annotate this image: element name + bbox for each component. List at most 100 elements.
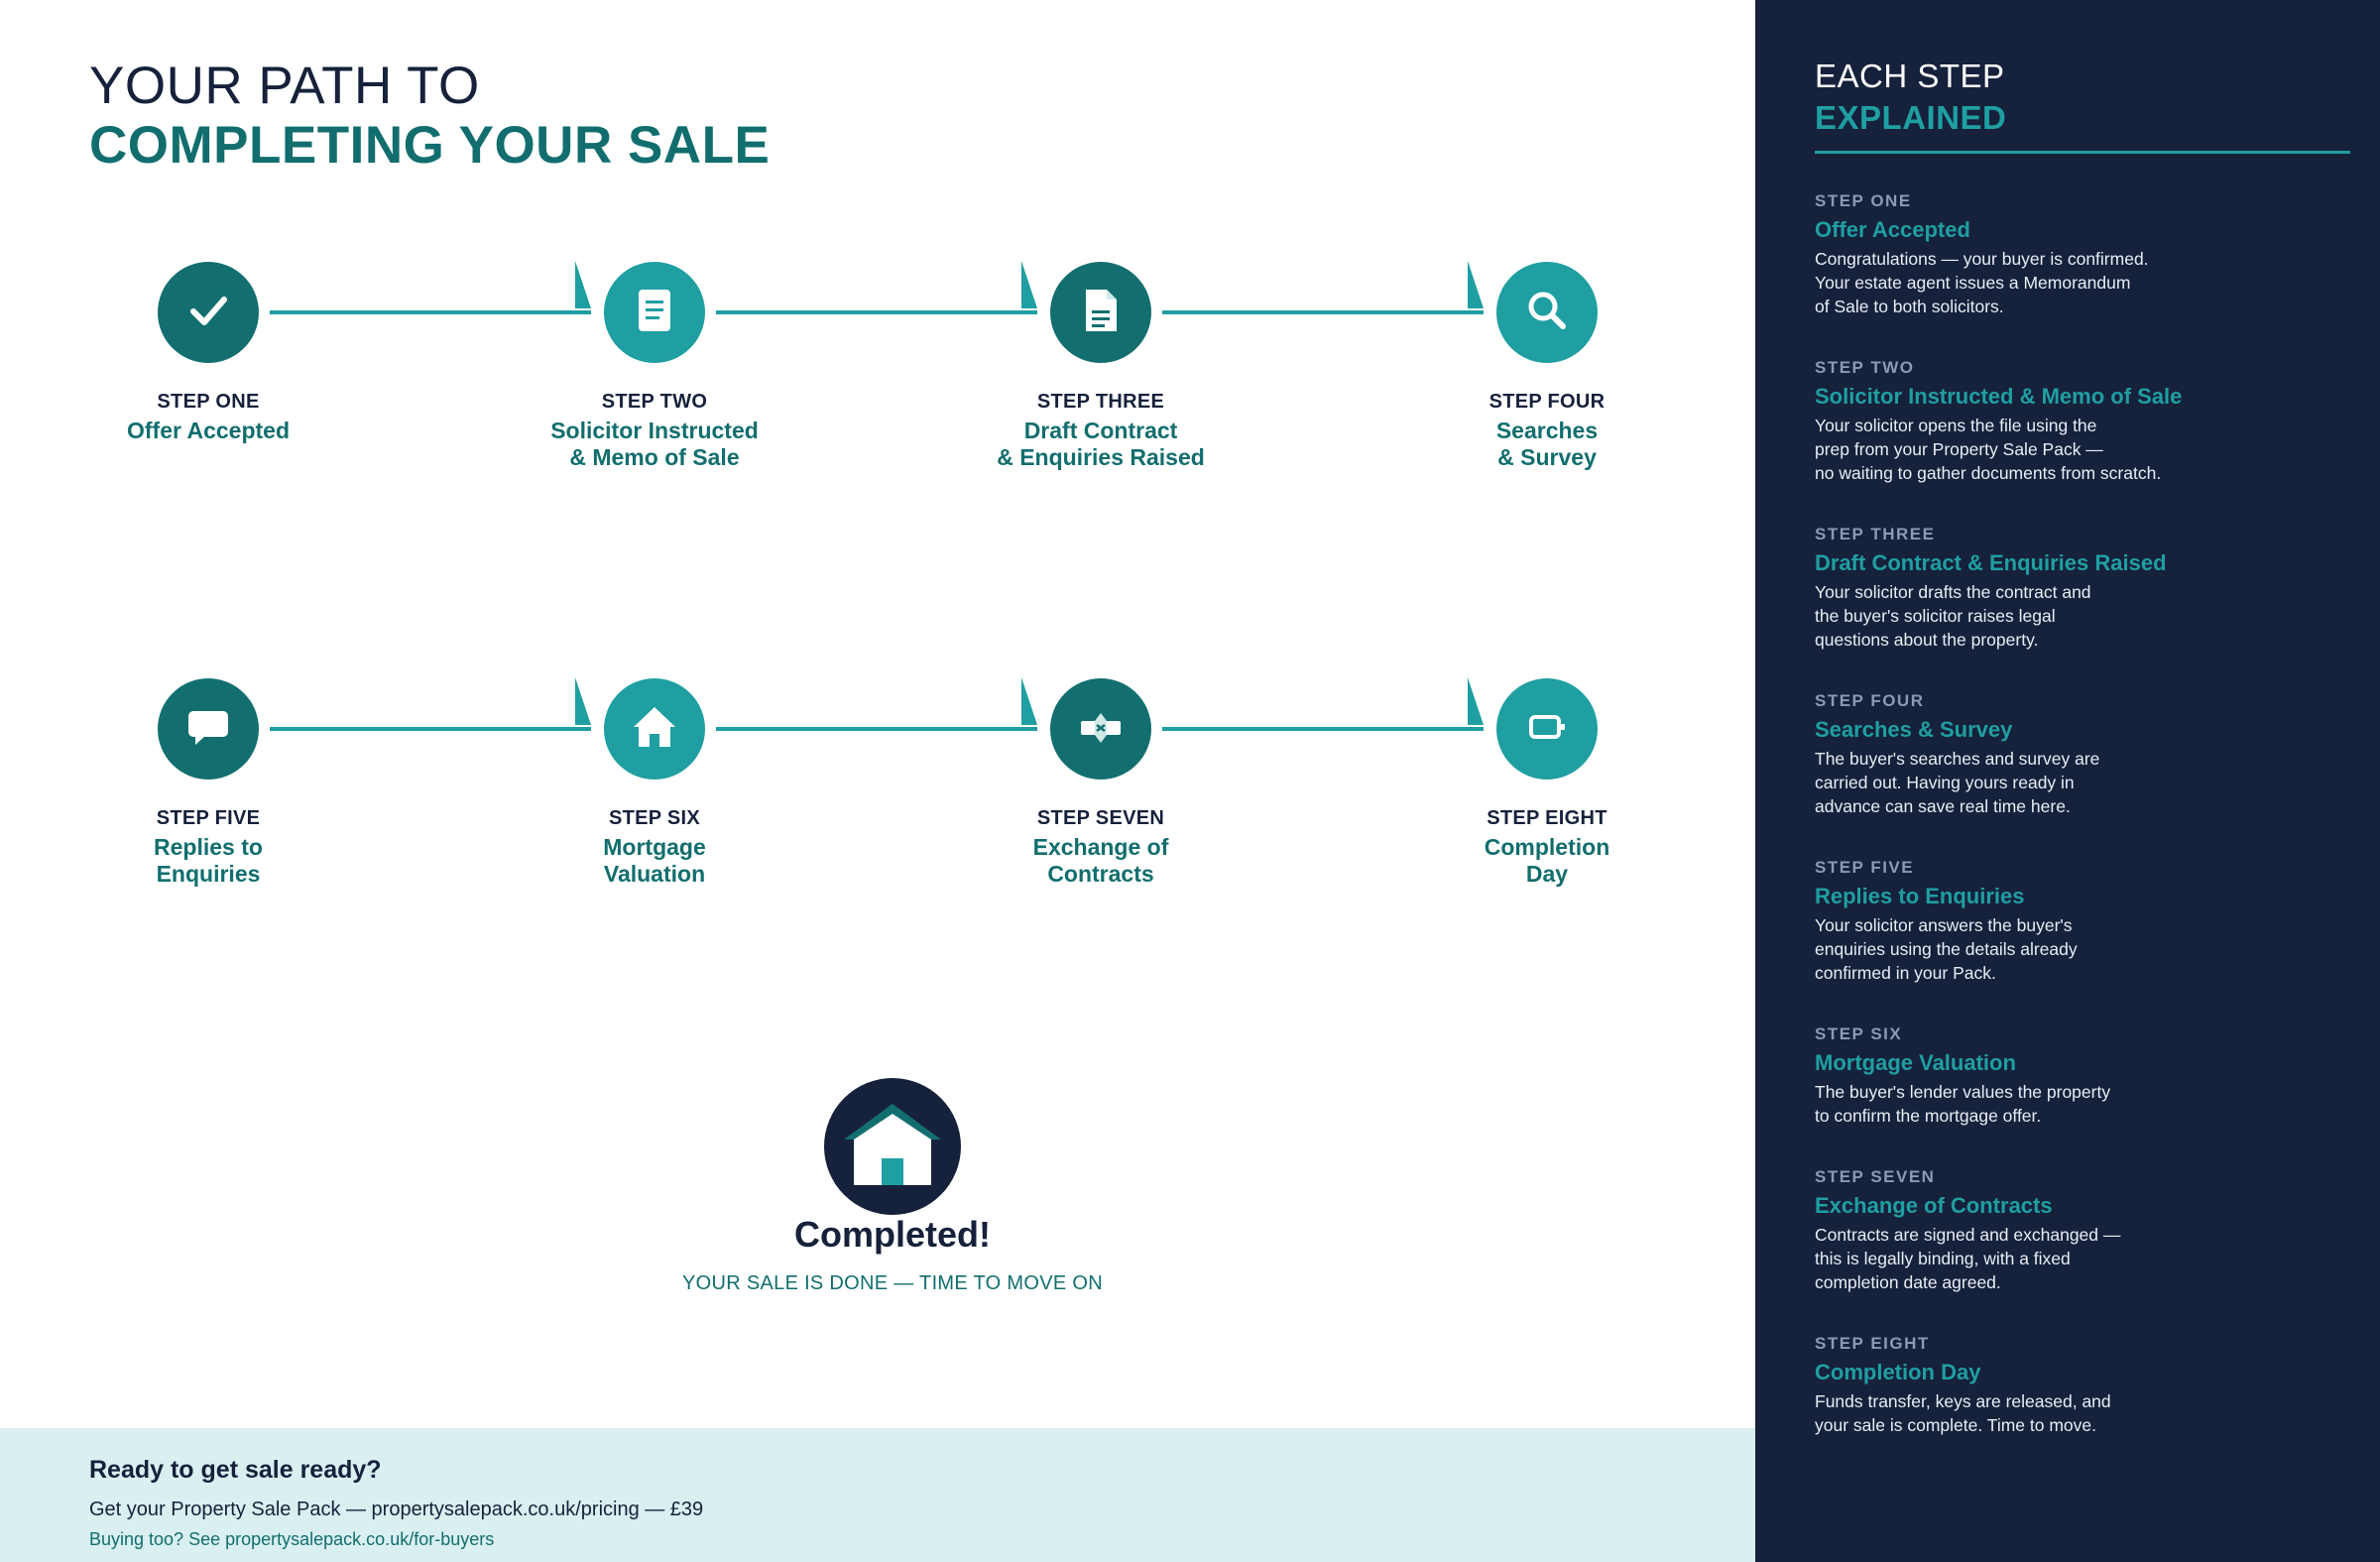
sidebar-item-step: STEP SIX	[1815, 1024, 1903, 1043]
desc-line: your sale is complete. Time to move.	[1815, 1415, 2096, 1435]
step-eight-name: Completion Day	[1368, 834, 1726, 888]
connector-2-3	[716, 310, 1037, 314]
step-three-name-line2: & Enquiries Raised	[997, 444, 1205, 470]
step-five-name-line2: Enquiries	[156, 861, 261, 887]
step-eight-circle	[1496, 678, 1598, 780]
connector-6-7	[716, 727, 1037, 731]
desc-line: Your solicitor opens the file using the	[1815, 416, 2097, 435]
desc-line: carried out. Having yours ready in	[1815, 773, 2075, 792]
desc-line: Your solicitor answers the buyer's	[1815, 915, 2073, 935]
completion-title: Completed!	[794, 1214, 991, 1255]
step-three-circle	[1050, 262, 1151, 363]
desc-line: Contracts are signed and exchanged —	[1815, 1225, 2121, 1245]
step-three-name-line1: Draft Contract	[1023, 418, 1178, 443]
connector-5-6	[270, 727, 591, 731]
sidebar-item-step-seven: STEP SEVEN Exchange of Contracts Contrac…	[1815, 1166, 2330, 1294]
speech-bubble-icon	[180, 699, 236, 760]
check-icon	[180, 283, 236, 343]
connector-flag	[1021, 261, 1037, 308]
step-six-circle	[604, 678, 705, 780]
step-five-name-line1: Replies to	[154, 834, 263, 860]
step-six-name-line2: Valuation	[603, 861, 706, 887]
sidebar-item-step: STEP EIGHT	[1815, 1334, 1930, 1353]
sidebar-item-name: Mortgage Valuation	[1815, 1050, 2016, 1075]
step-one-name: Offer Accepted	[30, 418, 387, 444]
sidebar-item-step-three: STEP THREE Draft Contract & Enquiries Ra…	[1815, 524, 2330, 652]
step-one-name-line1: Offer Accepted	[126, 418, 291, 443]
sidebar-item-name: Offer Accepted	[1815, 217, 1970, 242]
sidebar-item-desc: Your solicitor drafts the contract and t…	[1815, 580, 2330, 652]
step-seven-name-line1: Exchange of	[1032, 834, 1169, 860]
desc-line: advance can save real time here.	[1815, 796, 2071, 816]
connector-flag	[1468, 261, 1484, 308]
sidebar-item-step-four: STEP FOUR Searches & Survey The buyer's …	[1815, 690, 2330, 818]
connector-7-8	[1162, 727, 1484, 731]
cta-buyers-link[interactable]: Buying too? See propertysalepack.co.uk/f…	[89, 1529, 495, 1549]
handshake-icon	[1073, 699, 1129, 760]
desc-line: The buyer's lender values the property	[1815, 1082, 2111, 1102]
sidebar-item-desc: Contracts are signed and exchanged — thi…	[1815, 1223, 2330, 1294]
sidebar-item-desc: Your solicitor answers the buyer's enqui…	[1815, 913, 2330, 985]
sidebar-item-name: Replies to Enquiries	[1815, 884, 2025, 908]
sidebar: EACH STEP EXPLAINED STEP ONE Offer Accep…	[1755, 0, 2380, 1562]
step-six-label: STEP SIX	[608, 807, 701, 829]
desc-line: enquiries using the details already	[1815, 939, 2078, 959]
sidebar-item-step: STEP SEVEN	[1815, 1167, 1936, 1186]
sidebar-heading-line2: EXPLAINED	[1815, 99, 2007, 136]
page-title-line1: YOUR PATH TO	[89, 57, 480, 115]
desc-line: The buyer's searches and survey are	[1815, 749, 2100, 769]
sidebar-item-name: Exchange of Contracts	[1815, 1193, 2053, 1218]
sidebar-item-step-one: STEP ONE Offer Accepted Congratulations …	[1815, 190, 2330, 318]
sidebar-item-name: Searches & Survey	[1815, 717, 2013, 742]
sidebar-heading-line1: EACH STEP	[1815, 58, 2005, 94]
connector-3-4	[1162, 310, 1484, 314]
step-two-label: STEP TWO	[601, 391, 708, 413]
step-four-name: Searches & Survey	[1368, 418, 1726, 471]
desc-line: confirmed in your Pack.	[1815, 963, 1996, 983]
sidebar-item-step: STEP ONE	[1815, 191, 1912, 210]
house-icon	[627, 699, 682, 760]
step-seven-name-line2: Contracts	[1047, 861, 1154, 887]
step-three-name: Draft Contract & Enquiries Raised	[922, 418, 1279, 471]
sidebar-item-step-two: STEP TWO Solicitor Instructed & Memo of …	[1815, 357, 2330, 485]
step-seven-label: STEP SEVEN	[1036, 807, 1165, 829]
step-four-name-line2: & Survey	[1497, 444, 1597, 470]
desc-line: no waiting to gather documents from scra…	[1815, 463, 2162, 483]
step-six-name-line1: Mortgage	[603, 834, 706, 860]
step-two-name-line1: Solicitor Instructed	[550, 418, 759, 443]
step-three-label: STEP THREE	[1036, 391, 1165, 413]
step-seven-name: Exchange of Contracts	[922, 834, 1279, 888]
completion-circle	[824, 1078, 961, 1215]
cta-title: Ready to get sale ready?	[89, 1456, 382, 1484]
step-eight-name-line1: Completion	[1484, 834, 1610, 860]
sidebar-item-step: STEP FIVE	[1815, 858, 1915, 877]
desc-line: Your solicitor drafts the contract and	[1815, 582, 2091, 602]
desc-line: this is legally binding, with a fixed	[1815, 1249, 2071, 1268]
step-six-name: Mortgage Valuation	[476, 834, 833, 888]
desc-line: prep from your Property Sale Pack —	[1815, 439, 2103, 459]
step-two-circle	[604, 262, 705, 363]
desc-line: to confirm the mortgage offer.	[1815, 1106, 2042, 1126]
sidebar-item-desc: The buyer's lender values the property t…	[1815, 1080, 2330, 1128]
step-one-label: STEP ONE	[157, 391, 260, 413]
step-four-label: STEP FOUR	[1488, 391, 1606, 413]
cta-pricing-link[interactable]: Get your Property Sale Pack — propertysa…	[89, 1499, 704, 1520]
step-four-circle	[1496, 262, 1598, 363]
step-eight-label: STEP EIGHT	[1487, 807, 1607, 829]
step-two-name-line2: & Memo of Sale	[569, 444, 740, 470]
sidebar-item-name: Draft Contract & Enquiries Raised	[1815, 550, 2167, 575]
sidebar-item-desc: The buyer's searches and survey are carr…	[1815, 747, 2330, 818]
sidebar-item-name: Completion Day	[1815, 1360, 1981, 1384]
sidebar-item-step: STEP THREE	[1815, 525, 1936, 543]
step-four-name-line1: Searches	[1495, 418, 1599, 443]
sidebar-item-step-five: STEP FIVE Replies to Enquiries Your soli…	[1815, 857, 2330, 985]
desc-line: of Sale to both solicitors.	[1815, 297, 2004, 316]
desc-line: Funds transfer, keys are released, and	[1815, 1391, 2111, 1411]
step-seven-circle	[1050, 678, 1151, 780]
sidebar-item-name: Solicitor Instructed & Memo of Sale	[1815, 384, 2183, 409]
search-icon	[1519, 283, 1575, 343]
main-panel: YOUR PATH TO COMPLETING YOUR SALE STEP O…	[0, 57, 1755, 1562]
desc-line: completion date agreed.	[1815, 1272, 2001, 1292]
connector-flag	[1021, 677, 1037, 725]
step-eight-name-line2: Day	[1525, 861, 1569, 887]
